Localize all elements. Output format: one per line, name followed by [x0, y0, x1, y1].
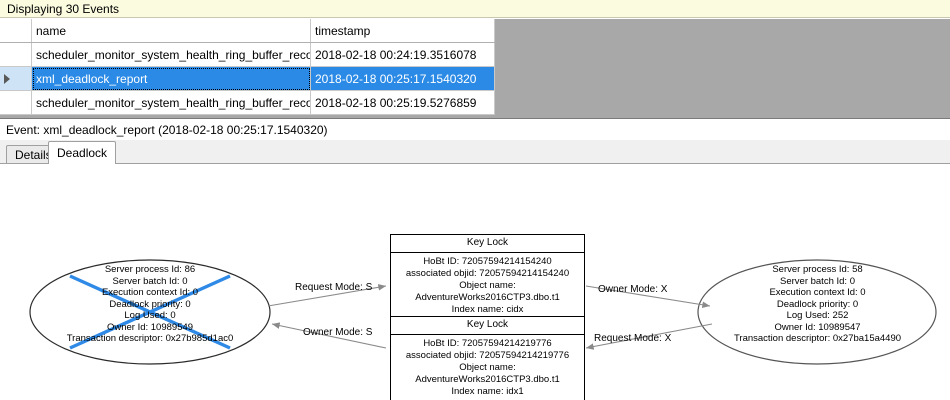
cell-timestamp[interactable]: 2018-02-18 00:25:17.1540320 — [310, 66, 495, 91]
row-selector-triangle-icon — [4, 74, 10, 85]
lock-bottom-line-2: associated objid: 72057594214219776 — [405, 350, 570, 361]
grid-header-name[interactable]: name — [31, 19, 311, 43]
grid-header-timestamp[interactable]: timestamp — [310, 19, 495, 43]
lock-bottom-title: Key Lock — [391, 317, 584, 335]
events-grid[interactable]: name timestamp scheduler_monitor_system_… — [0, 19, 495, 115]
lock-top-body: HoBt ID: 72057594214154240 associated ob… — [391, 253, 584, 320]
process-node-right-ellipse — [697, 259, 937, 365]
table-row-selected[interactable]: xml_deadlock_report 2018-02-18 00:25:17.… — [0, 66, 495, 91]
cell-name[interactable]: scheduler_monitor_system_health_ring_buf… — [31, 42, 311, 67]
edge-label-right-owner-top: Owner Mode: X — [598, 284, 668, 295]
row-selector[interactable] — [0, 90, 32, 115]
edge-left-owner-bottom — [271, 322, 387, 349]
lock-top-title: Key Lock — [391, 235, 584, 253]
lock-node-bottom[interactable]: Key Lock HoBt ID: 72057594214219776 asso… — [390, 316, 585, 400]
deadlock-graph-svg — [29, 259, 937, 365]
table-row[interactable]: scheduler_monitor_system_health_ring_buf… — [0, 42, 495, 67]
cell-name[interactable]: scheduler_monitor_system_health_ring_buf… — [31, 90, 311, 115]
events-grid-container: name timestamp scheduler_monitor_system_… — [0, 19, 950, 119]
selected-event-text: Event: xml_deadlock_report (2018-02-18 0… — [6, 123, 328, 137]
row-selector[interactable] — [0, 66, 32, 91]
edge-label-left-request-top: Request Mode: S — [295, 282, 373, 293]
tab-strip: Details Deadlock — [0, 140, 950, 164]
events-banner: Displaying 30 Events — [0, 0, 950, 18]
cell-timestamp[interactable]: 2018-02-18 00:24:19.3516078 — [310, 42, 495, 67]
cell-timestamp[interactable]: 2018-02-18 00:25:19.5276859 — [310, 90, 495, 115]
edge-label-left-owner-bottom: Owner Mode: S — [303, 327, 373, 338]
deadlock-victim-cross-line-2 — [69, 274, 231, 350]
lock-bottom-line-1: HoBt ID: 72057594214219776 — [423, 338, 552, 349]
lock-node-top[interactable]: Key Lock HoBt ID: 72057594214154240 asso… — [390, 234, 585, 321]
row-selector[interactable] — [0, 42, 32, 67]
lock-top-line-2: associated objid: 72057594214154240 — [405, 268, 570, 279]
edge-label-right-request-bottom: Request Mode: X — [594, 333, 672, 344]
grid-header-selector — [0, 19, 32, 43]
table-row[interactable]: scheduler_monitor_system_health_ring_buf… — [0, 90, 495, 115]
events-banner-text: Displaying 30 Events — [7, 1, 120, 16]
lock-top-line-4: Index name: cidx — [451, 304, 524, 315]
process-node-left-ellipse — [29, 259, 271, 365]
edge-right-request-bottom — [585, 323, 713, 350]
lock-top-line-1: HoBt ID: 72057594214154240 — [423, 256, 552, 267]
cell-name[interactable]: xml_deadlock_report — [31, 66, 311, 91]
grid-header-row: name timestamp — [0, 19, 495, 43]
lock-bottom-line-4: Index name: idx1 — [451, 386, 524, 397]
deadlock-graph-canvas[interactable]: Server process Id: 86 Server batch Id: 0… — [0, 163, 950, 400]
lock-bottom-body: HoBt ID: 72057594214219776 associated ob… — [391, 335, 584, 400]
selected-event-label: Event: xml_deadlock_report (2018-02-18 0… — [0, 120, 950, 140]
lock-bottom-line-3: Object name: AdventureWorks2016CTP3.dbo.… — [415, 362, 560, 385]
lock-top-line-3: Object name: AdventureWorks2016CTP3.dbo.… — [415, 280, 560, 303]
edge-right-owner-top — [585, 285, 711, 309]
edge-left-request-top — [267, 284, 387, 307]
tab-deadlock[interactable]: Deadlock — [48, 141, 117, 164]
